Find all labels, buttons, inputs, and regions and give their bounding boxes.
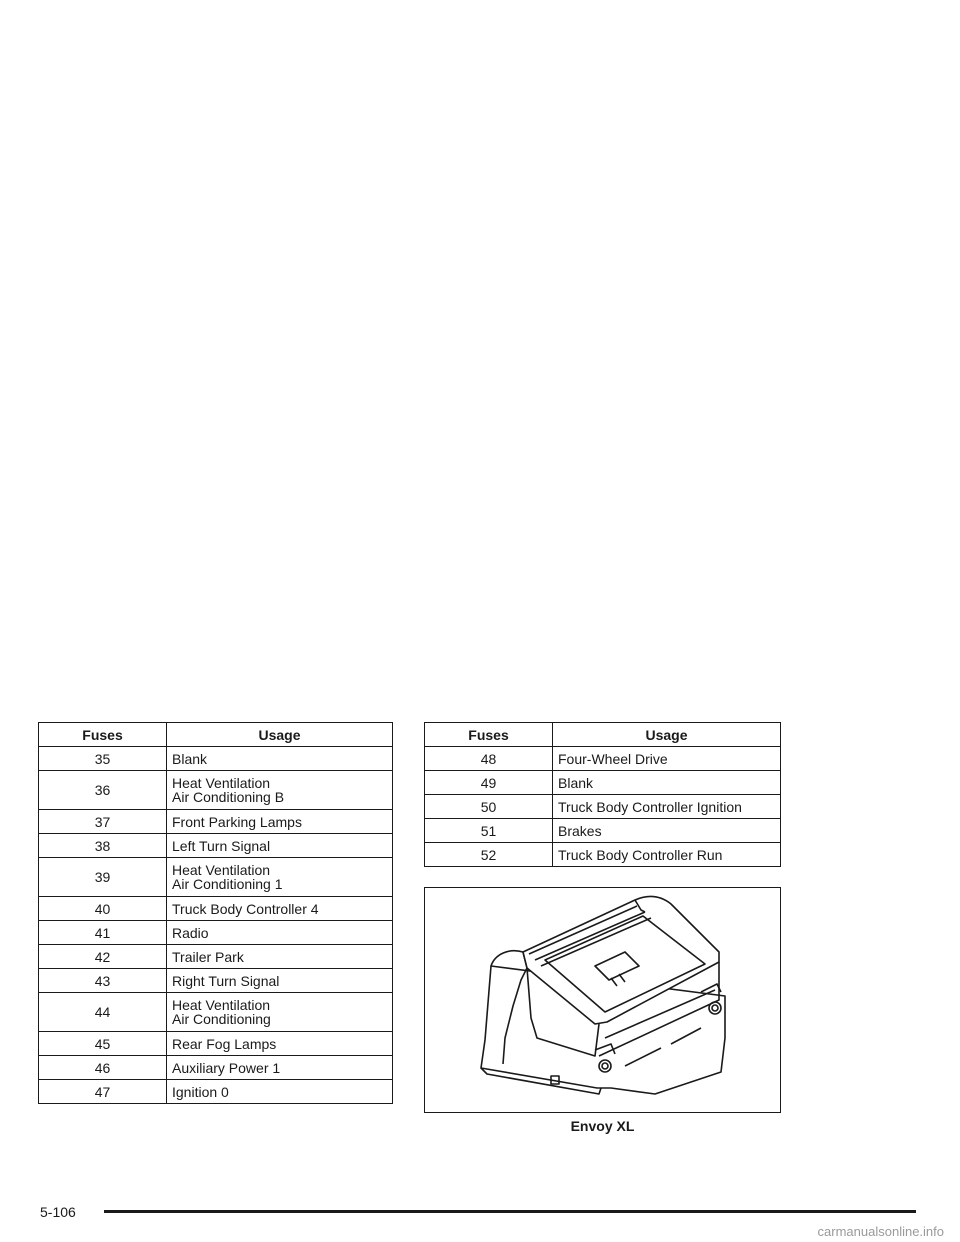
fuse-number: 48: [424, 746, 553, 771]
fuse-usage: Front Parking Lamps: [166, 809, 393, 834]
table-row: 46 Auxiliary Power 1: [38, 1055, 393, 1080]
usage-line: Truck Body Controller Ignition: [558, 798, 742, 815]
usage-line: Heat Ventilation: [172, 862, 271, 878]
fuse-usage: Blank: [552, 770, 781, 795]
fuse-number: 52: [424, 842, 553, 867]
fuse-number: 37: [38, 809, 167, 834]
usage-line: Truck Body Controller 4: [172, 900, 319, 917]
table-row: 37 Front Parking Lamps: [38, 809, 393, 834]
usage-line: Four-Wheel Drive: [558, 750, 668, 767]
usage-line: Blank: [558, 774, 594, 791]
usage-line: Trailer Park: [172, 948, 244, 965]
fuse-number: 39: [38, 857, 167, 897]
fuse-number: 36: [38, 770, 167, 810]
page-number: 5-106: [40, 1204, 76, 1220]
usage-line: Heat Ventilation: [172, 997, 271, 1013]
usage-line: Air Conditioning 1: [172, 876, 283, 892]
table-row: 43 Right Turn Signal: [38, 968, 393, 993]
fuse-number: 38: [38, 833, 167, 858]
usage-line: Front Parking Lamps: [172, 813, 302, 830]
table-row: 52 Truck Body Controller Run: [424, 842, 781, 867]
header-fuses: Fuses: [38, 722, 167, 747]
usage-line: Air Conditioning: [172, 1011, 271, 1027]
fuse-number: 45: [38, 1031, 167, 1056]
usage-line: Right Turn Signal: [172, 972, 280, 989]
table-row: 38 Left Turn Signal: [38, 833, 393, 858]
fuse-usage: Truck Body Controller Run: [552, 842, 781, 867]
fuse-usage: Ignition 0: [166, 1079, 393, 1104]
fuse-number: 47: [38, 1079, 167, 1104]
fuse-usage: Truck Body Controller 4: [166, 896, 393, 921]
fuse-usage: Auxiliary Power 1: [166, 1055, 393, 1080]
fuse-number: 51: [424, 818, 553, 843]
fuse-usage: Right Turn Signal: [166, 968, 393, 993]
fuse-number: 44: [38, 992, 167, 1032]
table-row: 40 Truck Body Controller 4: [38, 896, 393, 921]
fuse-number: 35: [38, 746, 167, 771]
table-row: 48 Four-Wheel Drive: [424, 746, 781, 771]
usage-line: Truck Body Controller Run: [558, 846, 723, 863]
fuse-number: 41: [38, 920, 167, 945]
table-row: 49 Blank: [424, 770, 781, 795]
table-row: 41 Radio: [38, 920, 393, 945]
fuse-usage: Trailer Park: [166, 944, 393, 969]
fuse-number: 46: [38, 1055, 167, 1080]
fuse-usage: Blank: [166, 746, 393, 771]
table-row: 47 Ignition 0: [38, 1079, 393, 1104]
fuse-usage: Radio: [166, 920, 393, 945]
usage-line: Left Turn Signal: [172, 837, 271, 854]
table-row: 45 Rear Fog Lamps: [38, 1031, 393, 1056]
usage-line: Ignition 0: [172, 1083, 229, 1100]
fuse-number: 50: [424, 794, 553, 819]
table-row: 42 Trailer Park: [38, 944, 393, 969]
usage-line: Brakes: [558, 822, 602, 839]
fuse-number: 43: [38, 968, 167, 993]
header-usage: Usage: [166, 722, 393, 747]
watermark: carmanualsonline.info: [817, 1224, 944, 1239]
usage-line: Air Conditioning B: [172, 789, 285, 805]
usage-line: Radio: [172, 924, 209, 941]
table-row: 50 Truck Body Controller Ignition: [424, 794, 781, 819]
fuse-usage: Rear Fog Lamps: [166, 1031, 393, 1056]
fuse-usage: Left Turn Signal: [166, 833, 393, 858]
fuse-number: 49: [424, 770, 553, 795]
usage-line: Blank: [172, 750, 208, 767]
fuse-usage: Truck Body Controller Ignition: [552, 794, 781, 819]
table-row: 51 Brakes: [424, 818, 781, 843]
fuse-block-illustration: [424, 887, 781, 1113]
usage-line: Rear Fog Lamps: [172, 1035, 277, 1052]
usage-line: Heat Ventilation: [172, 775, 271, 791]
footer-rule: [104, 1210, 916, 1213]
fuse-number: 42: [38, 944, 167, 969]
header-usage: Usage: [552, 722, 781, 747]
figure-caption: Envoy XL: [570, 1118, 635, 1134]
header-fuses: Fuses: [424, 722, 553, 747]
fuse-number: 40: [38, 896, 167, 921]
fuse-block-drawing: [480, 895, 726, 1095]
fuse-usage: Four-Wheel Drive: [552, 746, 781, 771]
fuse-usage: Brakes: [552, 818, 781, 843]
table-row: 35 Blank: [38, 746, 393, 771]
usage-line: Auxiliary Power 1: [172, 1059, 281, 1076]
